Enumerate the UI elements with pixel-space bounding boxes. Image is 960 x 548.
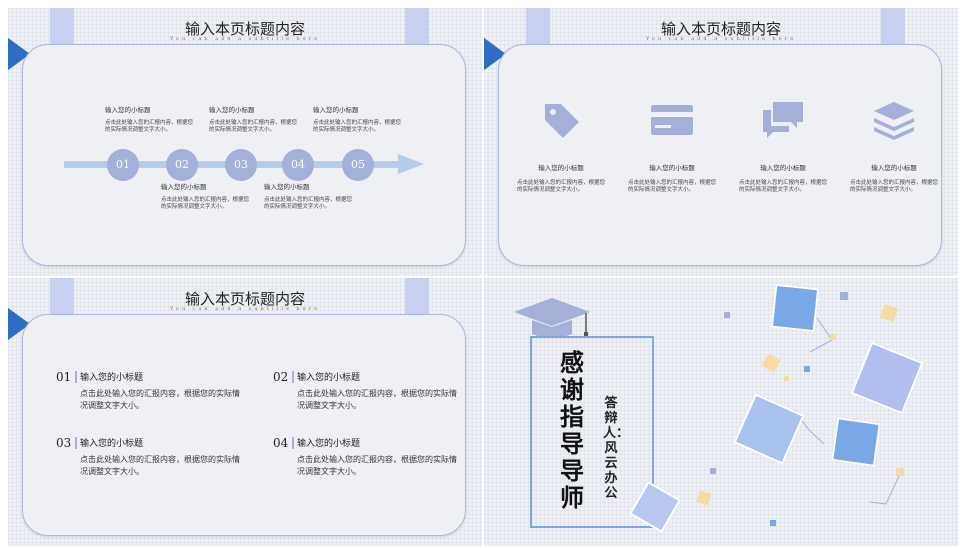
item-heading: 输入您的小标题	[760, 164, 806, 172]
item-body: 点击此处输入您的汇报内容，根据您的实际情况调整文字大小。	[850, 180, 939, 193]
item-number: 01	[56, 370, 72, 384]
layers-icon	[874, 102, 914, 140]
step-body: 点击此处输入您的汇报内容，根据您的实际情况调整文字大小。	[161, 197, 250, 210]
presenter-name: 答辩人：风云办公	[603, 396, 630, 501]
icon-item-2: 输入您的小标题 点击此处输入您的汇报内容，根据您的实际情况调整文字大小。	[612, 100, 732, 194]
title-frame	[530, 336, 654, 528]
slide-thanks: 感谢指导导师 答辩人：风云办公	[484, 278, 958, 546]
item-number: 03	[56, 436, 72, 450]
card-icon	[651, 105, 693, 135]
page-subtitle: You can add a subtitle here	[169, 306, 321, 312]
content-card	[22, 314, 466, 536]
step-heading: 输入您的小标题	[209, 106, 255, 114]
content-card	[498, 44, 942, 266]
step-block-01: 输入您的小标题 点击此处输入您的汇报内容，根据您的实际情况调整文字大小。	[105, 104, 195, 134]
step-block-02: 输入您的小标题 点击此处输入您的汇报内容，根据您的实际情况调整文字大小。	[161, 181, 251, 211]
graduation-cap-icon	[514, 298, 590, 338]
item-heading: 输入您的小标题	[538, 164, 584, 172]
item-bar	[292, 371, 294, 383]
step-heading: 输入您的小标题	[264, 183, 310, 191]
item-heading: 输入您的小标题	[297, 439, 361, 449]
step-heading: 输入您的小标题	[161, 183, 207, 191]
item-bar	[75, 371, 77, 383]
step-circle-05: 05	[342, 149, 374, 181]
page-subtitle: You can add a subtitle here	[645, 36, 797, 42]
item-body: 点击此处输入您的汇报内容，根据您的实际情况调整文字大小。	[628, 180, 717, 193]
icon-item-3: 输入您的小标题 点击此处输入您的汇报内容，根据您的实际情况调整文字大小。	[723, 100, 843, 194]
square-decor	[804, 366, 810, 372]
item-heading: 输入您的小标题	[80, 373, 144, 383]
item-body: 点击此处输入您的汇报内容，根据您的实际情况调整文字大小。	[80, 389, 240, 410]
square-decor	[840, 292, 848, 300]
square-decor	[770, 520, 776, 526]
square-decor	[770, 283, 820, 333]
step-block-04: 输入您的小标题 点击此处输入您的汇报内容，根据您的实际情况调整文字大小。	[264, 181, 354, 211]
item-heading: 输入您的小标题	[297, 373, 361, 383]
item-body: 点击此处输入您的汇报内容，根据您的实际情况调整文字大小。	[739, 180, 828, 193]
square-decor	[830, 334, 836, 340]
timeline-arrow	[398, 154, 424, 174]
thanks-title: 感谢指导导师	[560, 349, 584, 512]
item-number: 02	[273, 370, 289, 384]
icon-item-1: 输入您的小标题 点击此处输入您的汇报内容，根据您的实际情况调整文字大小。	[501, 100, 621, 194]
tag-icon	[545, 104, 579, 138]
item-body: 点击此处输入您的汇报内容，根据您的实际情况调整文字大小。	[297, 389, 457, 410]
slide-list: 输入本页标题内容 You can add a subtitle here 01 …	[8, 278, 482, 546]
step-block-03: 输入您的小标题 点击此处输入您的汇报内容，根据您的实际情况调整文字大小。	[209, 104, 299, 134]
item-number: 04	[273, 436, 289, 450]
step-body: 点击此处输入您的汇报内容，根据您的实际情况调整文字大小。	[105, 120, 194, 133]
item-body: 点击此处输入您的汇报内容，根据您的实际情况调整文字大小。	[517, 180, 606, 193]
square-decor	[784, 376, 789, 381]
step-circle-02: 02	[166, 149, 198, 181]
page-subtitle: You can add a subtitle here	[169, 36, 321, 42]
square-decor	[831, 417, 881, 467]
item-body: 点击此处输入您的汇报内容，根据您的实际情况调整文字大小。	[297, 455, 457, 476]
step-body: 点击此处输入您的汇报内容，根据您的实际情况调整文字大小。	[264, 197, 353, 210]
step-circle-01: 01	[107, 149, 139, 181]
step-block-05: 输入您的小标题 点击此处输入您的汇报内容，根据您的实际情况调整文字大小。	[313, 104, 403, 134]
item-bar	[75, 437, 77, 449]
step-circle-03: 03	[225, 149, 257, 181]
slide-icons: 输入本页标题内容 You can add a subtitle here 输入您…	[484, 8, 958, 276]
item-heading: 输入您的小标题	[871, 164, 917, 172]
page-title: 输入本页标题内容	[184, 20, 305, 38]
item-body: 点击此处输入您的汇报内容，根据您的实际情况调整文字大小。	[80, 455, 240, 476]
step-body: 点击此处输入您的汇报内容，根据您的实际情况调整文字大小。	[313, 120, 402, 133]
page-title: 输入本页标题内容	[660, 20, 781, 38]
step-circle-04: 04	[282, 149, 314, 181]
step-body: 点击此处输入您的汇报内容，根据您的实际情况调整文字大小。	[209, 120, 298, 133]
square-decor	[724, 312, 730, 318]
slide-timeline: 输入本页标题内容 You can add a subtitle here 01 …	[8, 8, 482, 276]
square-decor	[896, 468, 904, 476]
item-heading: 输入您的小标题	[649, 164, 695, 172]
page-title: 输入本页标题内容	[184, 290, 305, 308]
item-bar	[292, 437, 294, 449]
step-heading: 输入您的小标题	[313, 106, 359, 114]
item-heading: 输入您的小标题	[80, 439, 144, 449]
icon-item-4: 输入您的小标题 点击此处输入您的汇报内容，根据您的实际情况调整文字大小。	[834, 100, 954, 194]
chat-icon	[763, 102, 803, 138]
square-decor	[710, 468, 716, 474]
step-heading: 输入您的小标题	[105, 106, 151, 114]
